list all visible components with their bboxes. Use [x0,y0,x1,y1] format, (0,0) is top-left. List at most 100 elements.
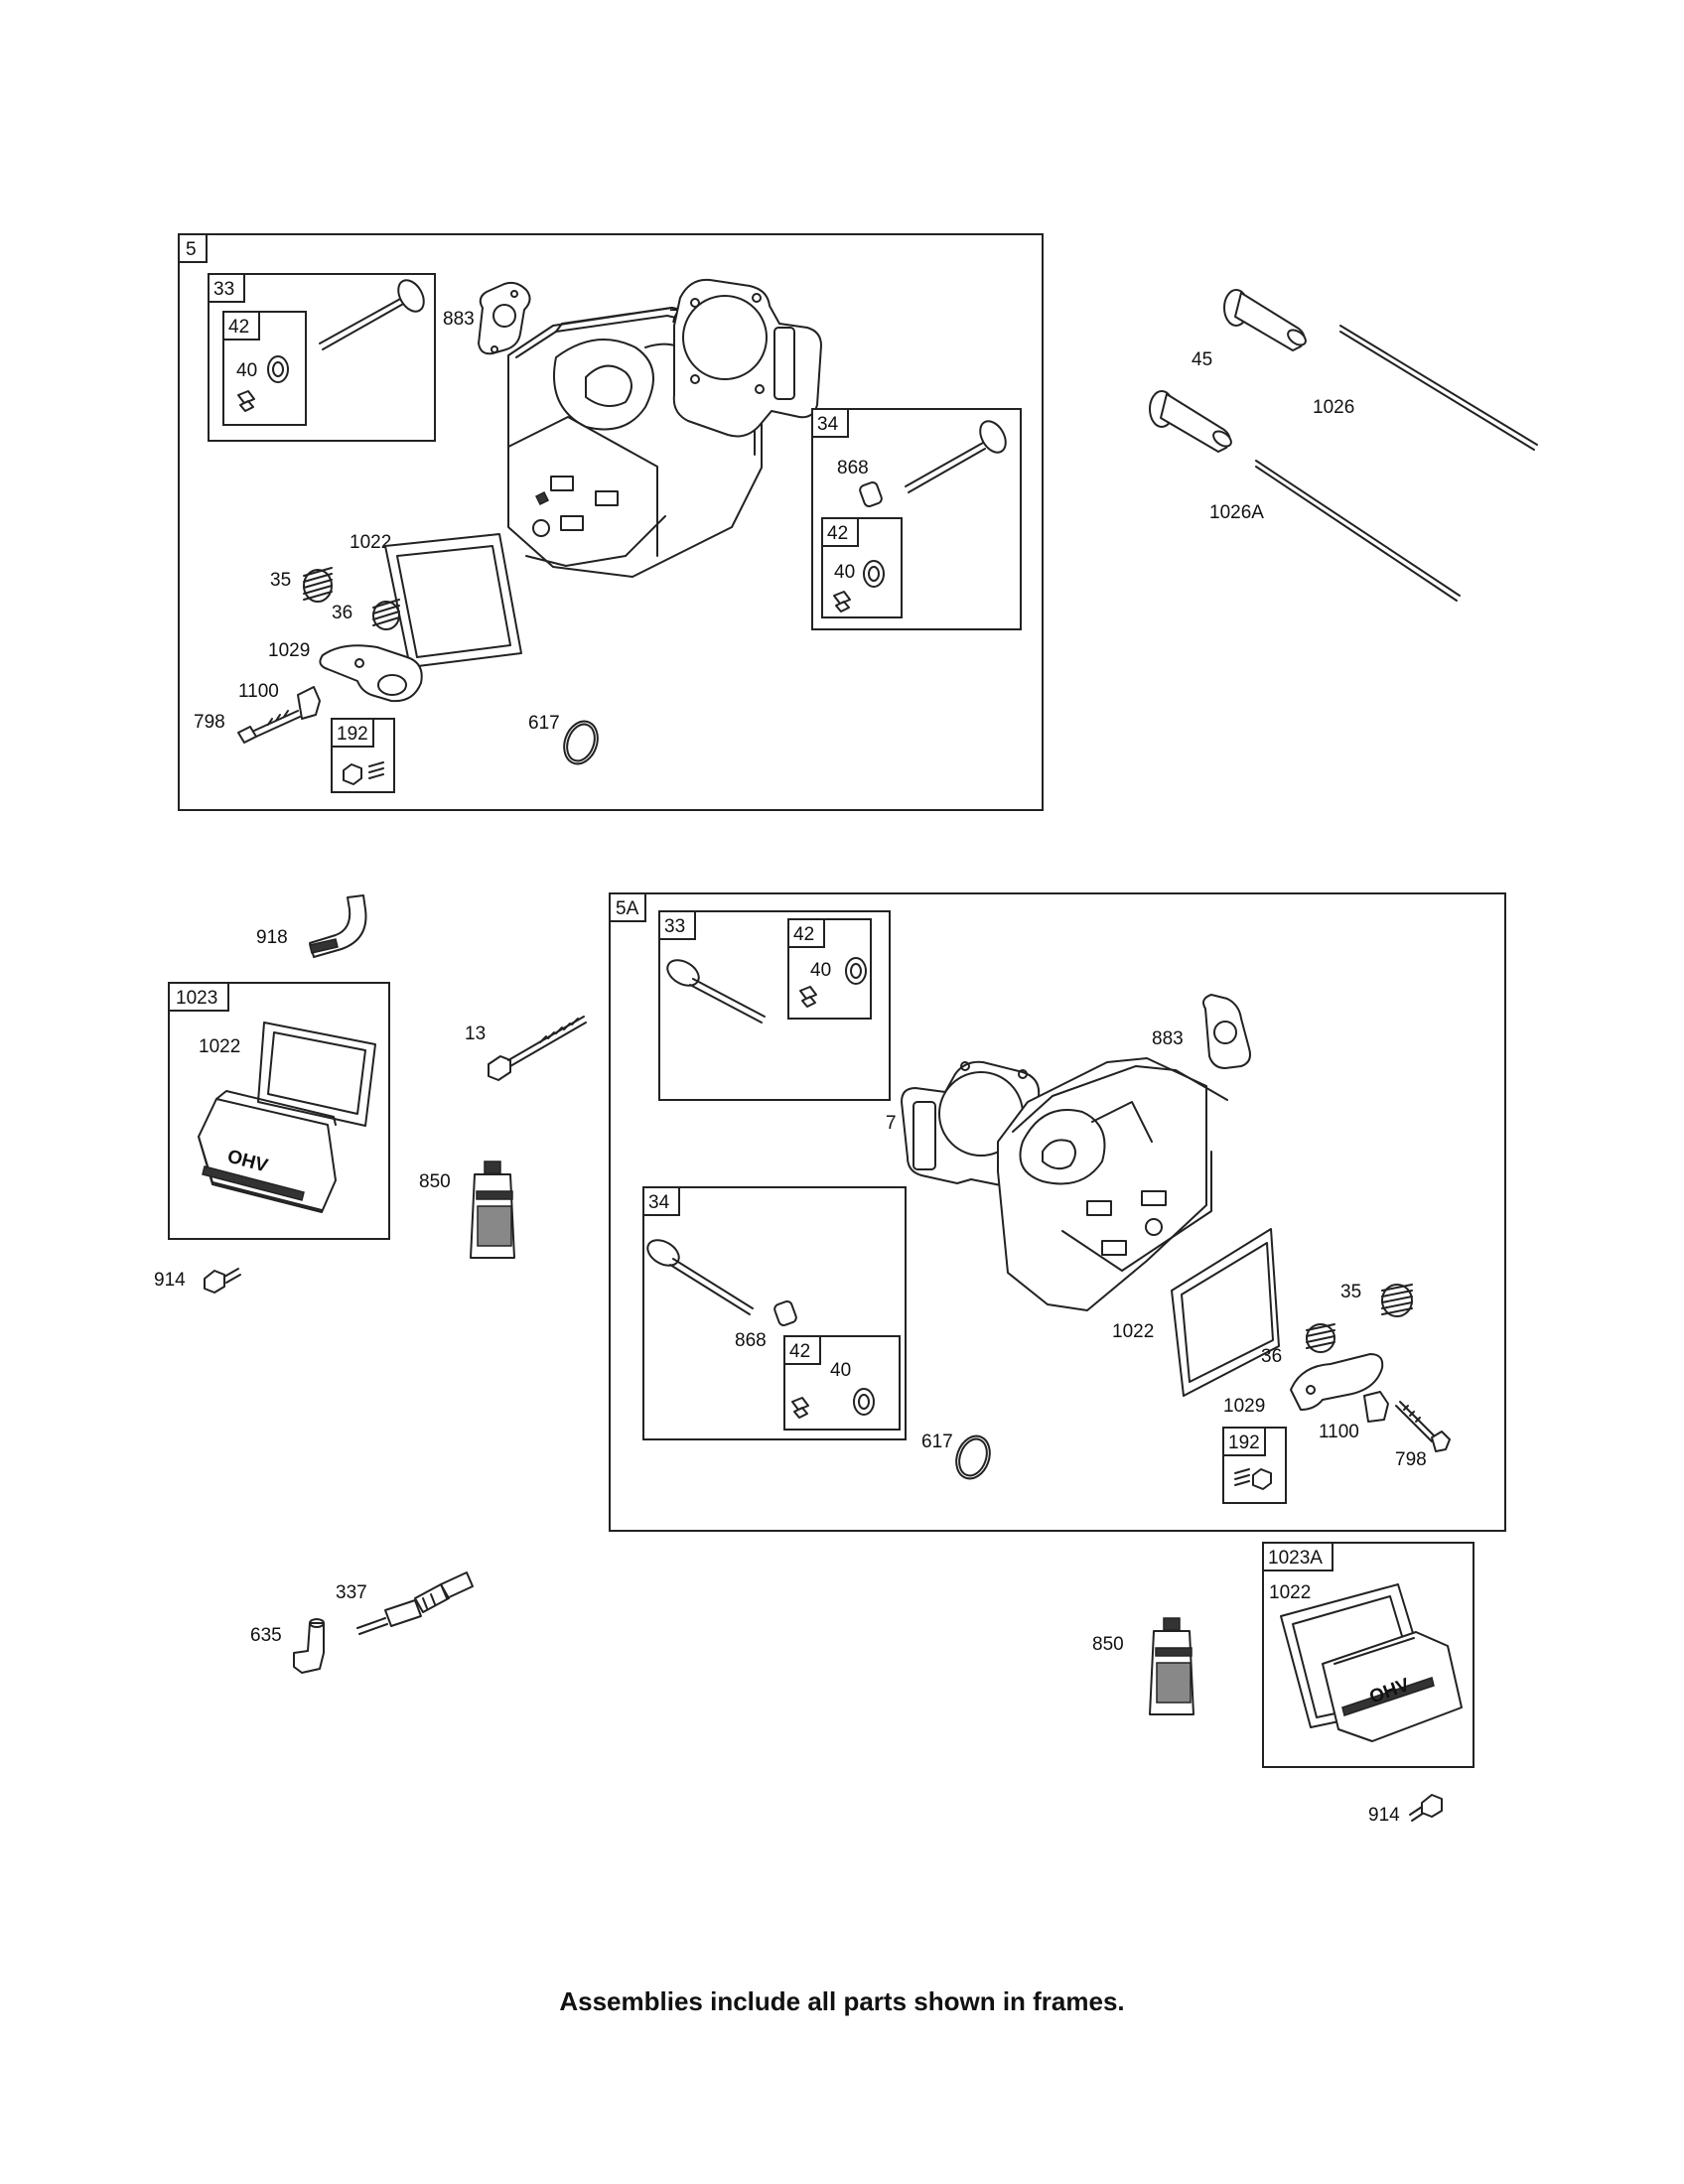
svg-text:1023: 1023 [176,988,217,1009]
svg-text:1029: 1029 [1223,1396,1265,1417]
svg-text:918: 918 [256,927,288,948]
svg-text:1100: 1100 [1319,1422,1359,1442]
svg-text:1026A: 1026A [1209,502,1264,523]
rocker-gasket-1022-kit [257,1022,376,1127]
svg-text:192: 192 [1228,1433,1260,1453]
rocker-bolt-798-5a [1395,1401,1451,1452]
intake-valve-33 [319,279,425,350]
assembly-5-tag: 5 [186,239,197,260]
tappet-1026a-head [1149,390,1232,453]
svg-text:13: 13 [465,1024,486,1044]
svg-text:40: 40 [834,562,855,583]
svg-text:883: 883 [1152,1028,1184,1049]
svg-text:850: 850 [1092,1634,1124,1655]
svg-text:192: 192 [337,724,368,745]
svg-text:40: 40 [236,360,257,381]
svg-text:42: 42 [789,1341,810,1362]
exhaust-valve-34-5a [646,1239,754,1315]
svg-text:34: 34 [648,1192,670,1213]
push-rod-1026a [1255,460,1461,602]
valve-keepers [237,390,255,412]
svg-text:45: 45 [1192,349,1212,370]
svg-text:883: 883 [443,309,475,330]
o-ring-617 [563,720,599,765]
rocker-gasket-1022-5a [1171,1228,1280,1397]
svg-text:7: 7 [886,1113,897,1134]
svg-text:1029: 1029 [268,640,310,661]
o-ring-617-5a [955,1434,991,1480]
svg-text:1100: 1100 [238,681,279,702]
svg-text:34: 34 [817,414,839,435]
rocker-bolt-798 [237,710,301,744]
screw-914-right [1409,1794,1443,1822]
push-rod-1026 [1339,325,1538,451]
svg-text:7: 7 [669,307,680,328]
svg-text:42: 42 [228,317,249,338]
svg-text:798: 798 [1395,1449,1427,1470]
svg-text:635: 635 [250,1625,282,1646]
valve-guide-868 [859,480,883,508]
svg-text:868: 868 [735,1330,767,1351]
kit-192-frame-5a: 192 [1222,1427,1287,1504]
breather-tube-918 [309,894,367,958]
screw-914-left [204,1268,241,1294]
svg-text:36: 36 [1261,1346,1282,1367]
svg-text:35: 35 [1340,1282,1361,1302]
kit-33-frame-top: 33 42 40 [208,273,436,442]
svg-text:850: 850 [419,1171,451,1192]
valve-spring-36 [372,599,400,630]
valve-spring-35-5a [1381,1284,1413,1317]
tappet-45 [1223,289,1307,351]
svg-text:40: 40 [830,1360,851,1381]
svg-text:36: 36 [332,603,352,623]
kit-1023-frame: 1023 1022 OHV [168,982,390,1240]
rocker-stud-1100-5a [1363,1391,1389,1423]
sealant-tube-850-left [470,1160,515,1259]
valve-spring-36-5a [1306,1323,1335,1353]
kit-33-frame-5a: 33 42 40 [658,910,891,1101]
rocker-cover-1023: OHV [198,1090,337,1213]
intake-valve-33-5a [666,959,766,1024]
bolt-13 [488,1016,587,1081]
svg-text:35: 35 [270,570,291,591]
svg-text:914: 914 [154,1270,186,1291]
valve-guide-868-5a [773,1299,797,1327]
valve-seal-40 [267,355,289,383]
svg-text:1023A: 1023A [1268,1548,1323,1569]
spark-plug-boot-635 [293,1618,325,1674]
valve-spring-35 [303,567,333,603]
svg-text:617: 617 [921,1432,953,1452]
sealant-tube-850-right [1149,1617,1194,1715]
svg-text:42: 42 [827,523,848,544]
svg-text:914: 914 [1368,1805,1400,1826]
svg-text:42: 42 [793,924,814,945]
svg-text:868: 868 [837,458,869,478]
kit-34-frame-5a: 34 868 42 40 [642,1186,907,1440]
svg-text:617: 617 [528,713,560,734]
rocker-cover-gasket-1022 [384,533,522,668]
kit-1023a-frame: 1023A 1022 OHV [1262,1542,1474,1768]
intake-gasket-883 [478,281,531,355]
intake-gasket-883-5a [1202,994,1251,1069]
cylinder-head-5a [997,1057,1228,1311]
svg-text:1022: 1022 [1112,1321,1154,1342]
rocker-arm-1029-5a [1290,1353,1384,1411]
head-gasket-7 [672,278,822,438]
kit-34-frame-top: 34 868 42 40 [811,408,1022,630]
svg-text:1022: 1022 [1269,1582,1311,1603]
kit-192-frame-top: 192 [331,718,395,793]
exhaust-valve-34 [905,420,1007,493]
svg-text:798: 798 [194,712,225,733]
rocker-arm-1029 [319,644,423,703]
svg-text:337: 337 [336,1582,367,1603]
footer-note: Assemblies include all parts shown in fr… [559,1986,1124,2016]
rocker-stud-1100 [297,686,321,720]
svg-text:40: 40 [810,960,831,981]
svg-text:1022: 1022 [199,1036,240,1057]
svg-text:1026: 1026 [1313,397,1354,418]
assembly-5-frame: 5 [178,233,1044,811]
rocker-cover-1023a: OHV [1322,1631,1463,1742]
spark-plug-337 [356,1571,474,1635]
assembly-5a-frame: 5A [609,892,1506,1532]
